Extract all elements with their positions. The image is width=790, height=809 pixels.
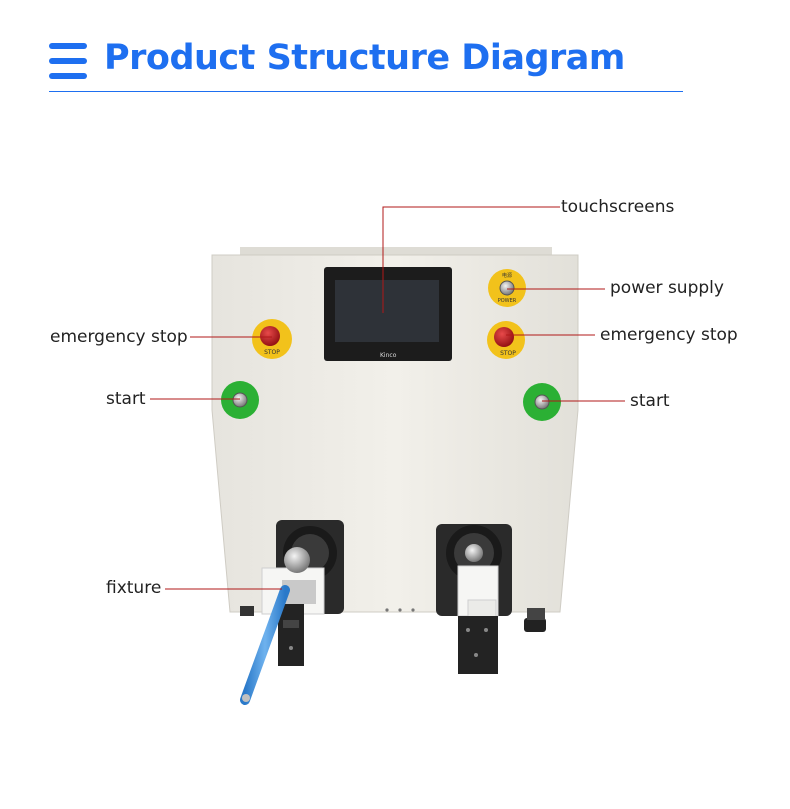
fixture-left <box>240 520 344 705</box>
stop-text-left: STOP <box>264 349 280 356</box>
label-emergency-stop-left: emergency stop <box>50 327 188 347</box>
label-power-supply: power supply <box>610 278 724 298</box>
start-button-left <box>221 381 259 419</box>
leader-touchscreens <box>382 206 560 313</box>
emergency-stop-left: STOP <box>252 319 292 359</box>
screen-brand: Kinco <box>380 352 397 359</box>
touchscreen: Kinco <box>324 267 452 361</box>
menu-icon <box>49 43 87 79</box>
page-title: Product Structure Diagram <box>104 38 625 78</box>
start-button-right <box>523 383 561 421</box>
title-divider <box>49 91 683 92</box>
power-top-text: 电源 <box>502 272 512 279</box>
emergency-stop-right: STOP <box>487 321 525 359</box>
leader-lines <box>150 206 625 590</box>
label-touchscreens: touchscreens <box>561 197 675 217</box>
power-bottom-text: POWER <box>498 298 517 304</box>
page-header: Product Structure Diagram <box>0 0 790 100</box>
stop-text-right: STOP <box>500 350 516 357</box>
fixture-right <box>436 524 512 674</box>
label-start-left: start <box>106 389 146 409</box>
label-fixture: fixture <box>106 578 162 598</box>
label-start-right: start <box>630 391 670 411</box>
label-emergency-stop-right: emergency stop <box>600 325 738 345</box>
power-indicator: 电源 POWER <box>488 269 526 307</box>
